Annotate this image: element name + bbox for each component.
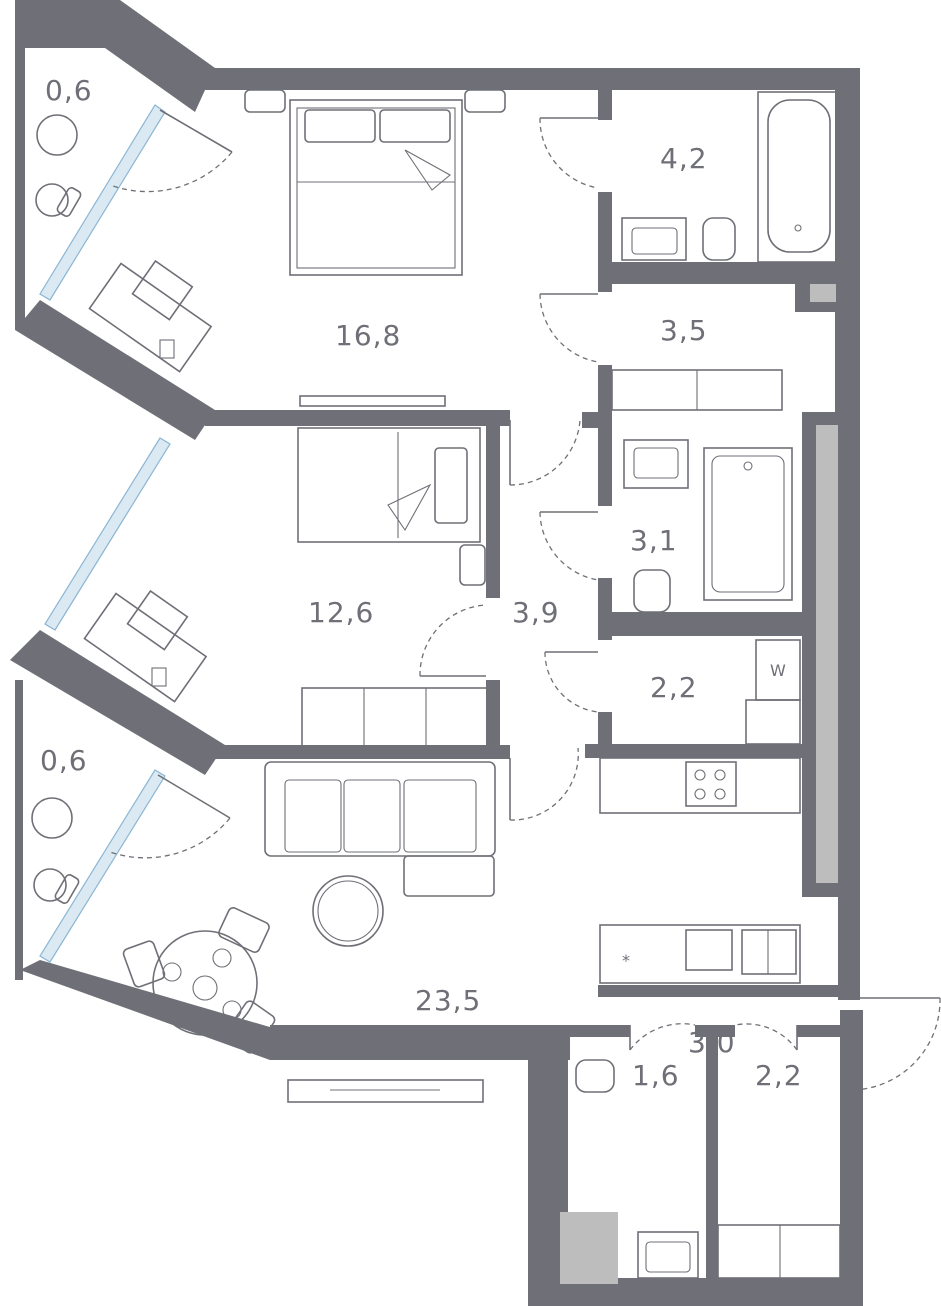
wall-bath2-bottom	[598, 612, 768, 636]
balcony-furniture-top	[35, 114, 82, 217]
area-bathroom-top: 4,2	[660, 142, 708, 175]
toilet-fixtures	[575, 1059, 699, 1279]
desk-second	[83, 589, 208, 703]
bed-main	[289, 99, 463, 276]
wardrobe-second	[301, 687, 489, 747]
area-wardrobe: 3,5	[660, 314, 708, 347]
ventilation-shaft-toilet	[560, 1212, 618, 1284]
bathroom-middle-fixtures	[623, 439, 793, 613]
sink-toilet-top	[621, 217, 736, 261]
doors	[109, 109, 941, 1091]
wall-between-bedroom-living	[210, 745, 510, 759]
area-toilet: 1,6	[632, 1059, 680, 1092]
nightstands-main	[244, 89, 506, 113]
wall-right-bottom	[840, 1010, 863, 1306]
washer-label: W	[770, 661, 786, 680]
walls	[10, 0, 863, 1306]
area-hallway-inner: 3,9	[512, 596, 560, 629]
wall-toilet-top-left	[568, 1025, 630, 1037]
window-bedroom2	[44, 437, 171, 631]
bathtub-top	[757, 91, 839, 263]
ventilation-shaft-top	[810, 284, 836, 302]
window-balcony-bottom	[39, 769, 166, 963]
wall-right-outer-top	[835, 68, 860, 418]
tv-main	[299, 395, 446, 407]
wall-between-bedrooms	[205, 410, 510, 426]
wall-middle-diagonal	[10, 630, 225, 775]
storage-shelves	[717, 1224, 841, 1279]
area-laundry: 2,2	[650, 671, 698, 704]
wall-wardrobe-bottom	[582, 412, 612, 428]
fridge-label: *	[622, 951, 630, 970]
wall-kitchen-bottom	[598, 985, 842, 997]
area-entrance-hall: 3,0	[688, 1026, 736, 1059]
windows	[39, 104, 171, 963]
tv-living	[287, 1079, 484, 1103]
coffee-table	[312, 875, 384, 947]
wall-bath-left-top	[598, 90, 612, 120]
sofa	[264, 761, 496, 897]
bed-second	[297, 427, 486, 586]
window-balcony-top	[39, 104, 166, 301]
balcony-furniture-bottom	[31, 797, 80, 904]
kitchen: *	[599, 757, 801, 984]
wall-left-outer	[15, 0, 25, 330]
wall-top	[205, 68, 860, 90]
area-bedroom-second: 12,6	[308, 596, 374, 629]
wall-right-outer-kitchen	[838, 890, 860, 1000]
wall-laundry-bottom	[585, 744, 805, 758]
wall-left-lower	[15, 680, 23, 980]
wall-storage-top	[797, 1025, 842, 1037]
dining-set	[122, 907, 276, 1054]
wall-bath2-right-bottom	[755, 612, 805, 636]
area-labels: 0,6 16,8 4,2 3,5 3,1 12,6 3,9 2,2 0,6 23…	[40, 74, 803, 1092]
desk-top	[88, 259, 213, 373]
wall-top-left-diagonal	[25, 0, 215, 112]
wall-bedroom2-right	[486, 680, 500, 750]
wall-toilet-storage-divider	[706, 1025, 718, 1285]
area-balcony-top: 0,6	[45, 74, 93, 107]
wall-bottom-living	[270, 1025, 570, 1060]
laundry-appliances: W	[745, 639, 801, 745]
area-storage: 2,2	[755, 1059, 803, 1092]
wall-bath-bottom	[598, 262, 838, 284]
ventilation-shaft	[816, 425, 838, 883]
area-bathroom-middle: 3,1	[630, 524, 678, 557]
wall-bedroom-lower-diagonal	[15, 300, 215, 440]
area-bedroom-main: 16,8	[335, 319, 401, 352]
area-living-kitchen: 23,5	[415, 984, 481, 1017]
area-balcony-bottom: 0,6	[40, 744, 88, 777]
wall-bath2-left-top	[598, 428, 612, 506]
wardrobe-shelves	[611, 369, 783, 411]
wall-bottom-diagonal	[20, 960, 280, 1060]
wall-closet-right	[486, 420, 500, 598]
